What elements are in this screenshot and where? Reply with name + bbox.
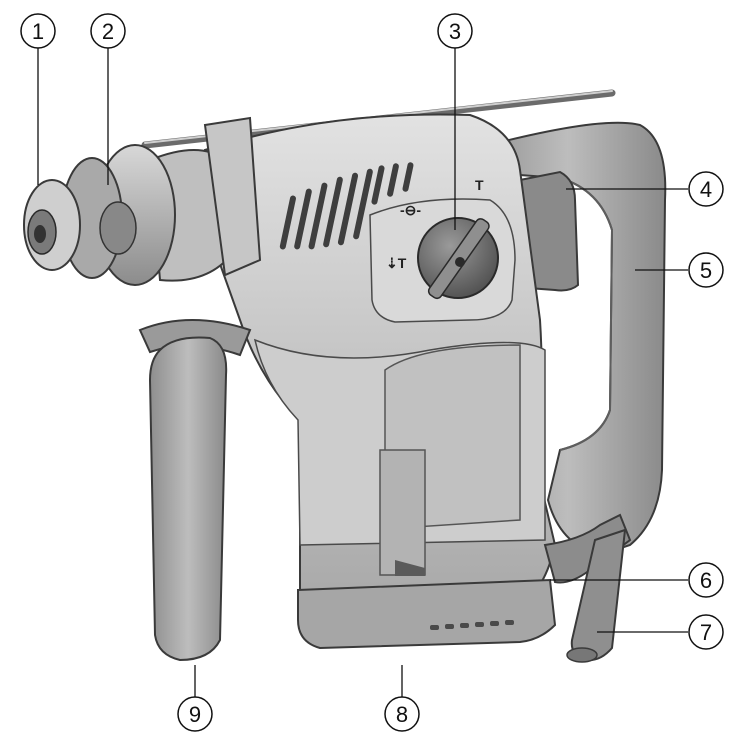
svg-text:4: 4 — [700, 177, 712, 202]
leader-lines — [37, 48, 688, 697]
callout-6: 6 — [688, 562, 724, 598]
callout-2: 2 — [90, 13, 126, 49]
callout-1: 1 — [20, 13, 56, 49]
svg-text:5: 5 — [700, 258, 712, 283]
svg-text:2: 2 — [102, 19, 114, 44]
callout-9: 9 — [177, 696, 213, 732]
function-selector: T -⊖- ⇣T — [369, 177, 516, 323]
dial-symbol-hammer: T — [475, 177, 484, 193]
callout-7: 7 — [688, 614, 724, 650]
side-handle — [138, 319, 252, 662]
housing-base — [297, 578, 557, 650]
svg-text:3: 3 — [449, 19, 461, 44]
callout-5: 5 — [688, 252, 724, 288]
callout-4: 4 — [688, 171, 724, 207]
motor-housing — [203, 113, 557, 614]
svg-text:8: 8 — [396, 702, 408, 727]
tool-holder — [23, 144, 237, 286]
dial-symbol-drill: -⊖- — [400, 202, 421, 218]
svg-text:6: 6 — [700, 568, 712, 593]
supply-cord — [543, 513, 632, 663]
depth-gauge-clamp — [203, 116, 262, 277]
svg-text:9: 9 — [189, 702, 201, 727]
dial-symbol-hammer-drill: ⇣T — [386, 255, 407, 271]
callout-3: 3 — [437, 13, 473, 49]
callouts: 1 2 3 4 5 6 7 8 — [20, 13, 724, 732]
svg-text:1: 1 — [32, 19, 44, 44]
svg-text:7: 7 — [700, 620, 712, 645]
callout-8: 8 — [384, 696, 420, 732]
